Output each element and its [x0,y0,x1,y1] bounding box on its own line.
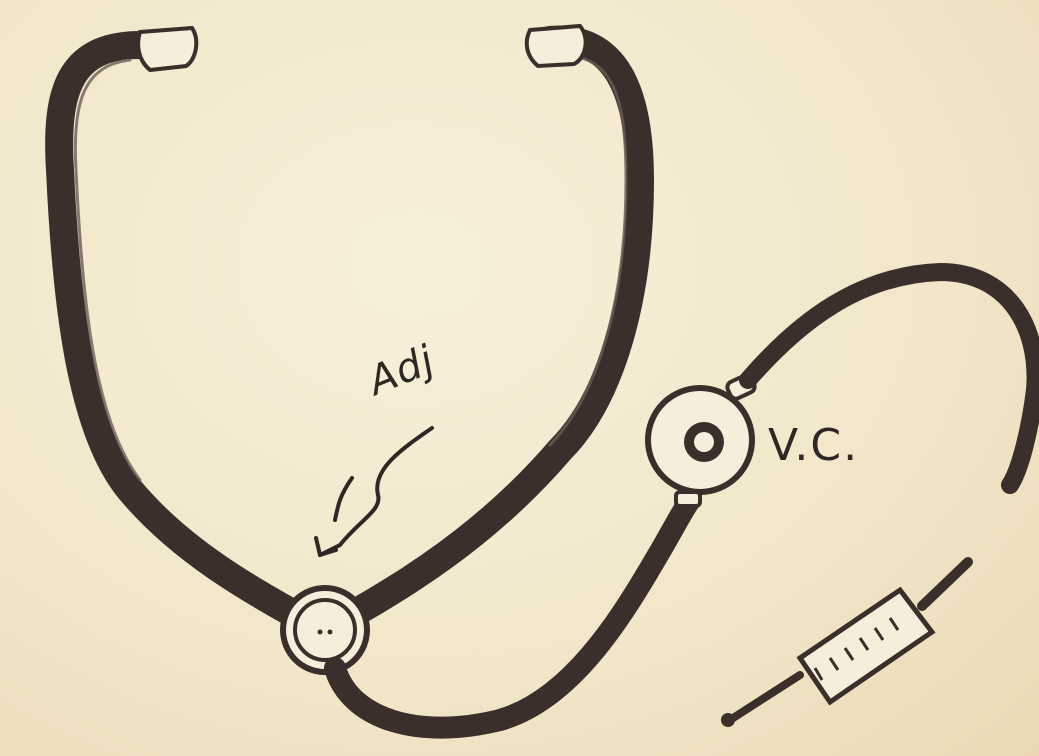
ear-tip-left [138,28,196,70]
headset-tube-outline-right [360,40,640,610]
volume-control-label: V.C. [768,420,859,471]
headset-tube-outline [59,45,305,620]
adj-arrow [316,428,432,555]
volume-control [648,373,757,506]
audio-plug [721,562,968,727]
lower-tube [335,500,690,728]
adjuster-junction [283,588,367,672]
ear-tip-right [527,26,586,66]
